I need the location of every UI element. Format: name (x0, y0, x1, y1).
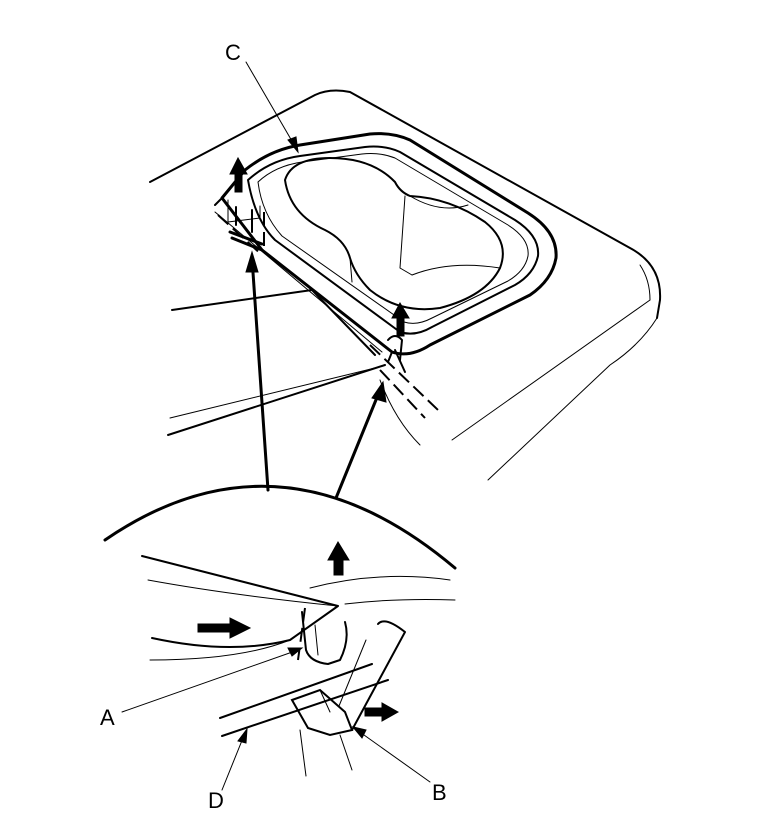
right-clip-tab (394, 349, 406, 373)
up-arrow-icon (327, 541, 350, 576)
cup-well-separator (409, 195, 469, 209)
cupholder-inner-rim-2 (257, 153, 529, 324)
console-side-curve (379, 379, 421, 446)
leader-arrow-c (287, 136, 299, 154)
callout-a: A (100, 705, 115, 730)
leader-lines (121, 61, 431, 791)
cup-well-left-depth (349, 257, 353, 283)
detail-clip-guide (297, 607, 306, 661)
right-clip-guide (369, 344, 439, 411)
console-panel-edge (171, 289, 376, 356)
pointer-line-right (334, 388, 382, 500)
detail-lower-stub (299, 729, 307, 777)
console-corner-line (639, 264, 651, 301)
left-clip-outline (227, 199, 261, 223)
right-arrow-icon (197, 617, 252, 639)
detail-retainer (351, 620, 406, 731)
detail-trim-lower (149, 639, 291, 661)
callout-c: C (225, 40, 241, 65)
right-clip-guide-2 (379, 369, 426, 419)
detail-rail-upper (219, 663, 373, 719)
cupholder-panel (214, 132, 558, 363)
callout-d: D (208, 788, 224, 813)
pointer-line-left (250, 256, 270, 492)
console-side-crease (451, 299, 651, 441)
left-clip-guide (217, 214, 263, 256)
detail-pointers (245, 250, 387, 500)
up-arrow-icon (391, 301, 410, 337)
up-arrow-icon (229, 156, 248, 193)
detail-clip-hook-inner (314, 624, 319, 656)
console-lower-edge-inner (169, 367, 376, 419)
leader-arrow-a (287, 647, 304, 657)
cupholder-front-lip (214, 197, 393, 363)
lift-arrow-right (391, 301, 410, 337)
leader-line-c (245, 61, 297, 149)
cupholder-front-lip-lower (214, 211, 383, 353)
right-clip-hook (387, 335, 403, 361)
cup-well-outline (284, 157, 504, 311)
detail-surface-line (309, 575, 451, 589)
detail-trim-face (147, 579, 339, 607)
leader-line-b (356, 729, 431, 783)
left-clip-bar (230, 236, 264, 252)
cup-well-bottom-right (411, 264, 501, 276)
callout-b: B (432, 780, 447, 805)
right-clip (369, 335, 439, 419)
cupholder-inner-rim (247, 145, 540, 335)
pointer-arrowhead-left (245, 250, 259, 273)
left-clip (217, 199, 265, 256)
detail-clip-hook (301, 611, 348, 665)
console-right-front-edge (487, 317, 658, 481)
console-outer-edge (149, 89, 662, 319)
leader-line-a (121, 649, 299, 713)
cupholder-outer-rim (220, 132, 558, 356)
right-arrow-icon (364, 702, 400, 722)
leader-line-d (221, 732, 246, 791)
leader-arrow-d (237, 727, 248, 744)
pointer-arrowhead-right (371, 380, 387, 403)
left-clip-bar-2 (228, 230, 264, 246)
detail-arc (103, 484, 457, 570)
lift-arrow-left (229, 156, 248, 193)
console-lower-edge (167, 364, 386, 436)
detail-lower-stub-2 (339, 734, 353, 771)
console-body (149, 89, 662, 481)
cup-well-right-depth (399, 195, 413, 276)
detail-surface-line-2 (344, 599, 456, 605)
detail-view (103, 484, 457, 777)
detail-rail-lower (221, 679, 389, 737)
leader-arrow-b (351, 726, 367, 739)
